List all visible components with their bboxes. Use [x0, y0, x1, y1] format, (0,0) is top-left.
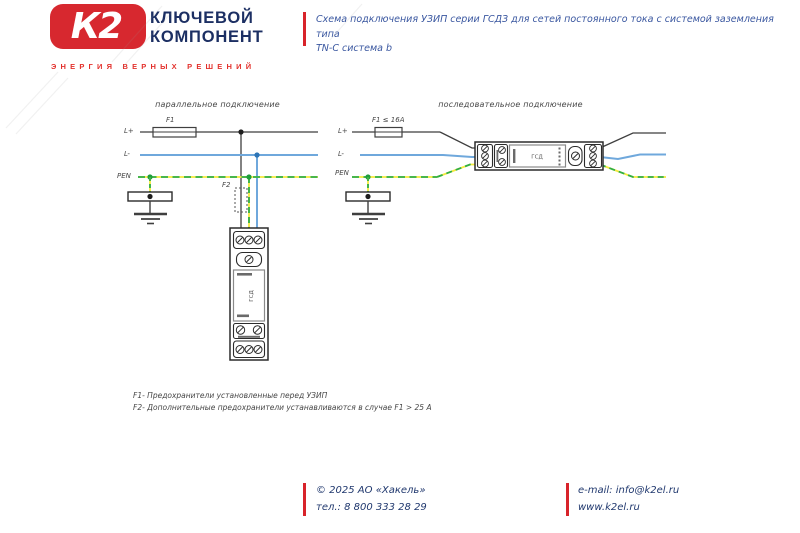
terminal-screw-icon: [235, 235, 263, 245]
device-marking: [238, 335, 260, 338]
ground-icon: [345, 177, 391, 225]
junction-dot: [238, 129, 244, 135]
surge-device: [474, 141, 604, 171]
label-l-minus: L-: [338, 150, 344, 158]
k2-logo: К2: [50, 4, 146, 49]
watermark-icon: [5, 3, 363, 135]
device-marking: [237, 314, 249, 318]
k2-logo-text: К2: [70, 5, 124, 47]
ground-icon: [127, 177, 173, 225]
website-text: www.k2el.ru: [578, 502, 640, 513]
terminal-screw-icon: [589, 144, 597, 168]
device-marking: [237, 273, 252, 276]
label-f1: F1: [166, 116, 175, 124]
label-f1-rating: F1 ≤ 16A: [372, 116, 405, 124]
title-divider-bar: [303, 12, 306, 46]
note-f1: F1- Предохранители установленные перед У…: [133, 391, 328, 400]
wire-l-plus: [140, 126, 318, 231]
page-title-line2: TN-C система b: [316, 43, 393, 54]
terminal-screw-icon: [481, 144, 489, 168]
company-tagline: ЭНЕРГИЯ ВЕРНЫХ РЕШЕНИЙ: [51, 62, 256, 71]
footer-divider-bar: [566, 483, 569, 516]
wire-pen: [138, 174, 318, 231]
indicator-icon: [571, 151, 580, 161]
page-title-line1: Схема подключения УЗИП серии ГСДЗ для се…: [316, 14, 774, 40]
device-series-label: ГСД: [531, 155, 543, 161]
parallel-diagram: ГСД: [127, 126, 318, 361]
wire-l-minus: [140, 152, 318, 231]
label-f2: F2: [222, 181, 231, 189]
device-marking: [496, 150, 499, 162]
page-title: Схема подключения УЗИП серии ГСДЗ для се…: [316, 13, 786, 57]
terminal-screw-icon: [235, 325, 263, 335]
terminal-screw-icon: [235, 345, 263, 354]
company-name: КЛЮЧЕВОЙ КОМПОНЕНТ: [150, 9, 263, 47]
footer-divider-bar: [303, 483, 306, 516]
label-l-plus: L+: [124, 127, 134, 135]
parallel-diagram-title: параллельное подключение: [155, 100, 280, 109]
label-pen: PEN: [117, 172, 131, 180]
label-l-plus: L+: [338, 127, 348, 135]
notes-block: F1- Предохранители установленные перед У…: [133, 390, 432, 414]
serial-diagram: ГСД: [345, 126, 666, 225]
phone-text: тел.: 8 800 333 28 29: [316, 502, 427, 513]
copyright-text: © 2025 АО «Хакель»: [316, 485, 426, 496]
company-name-line2: КОМПОНЕНТ: [150, 28, 264, 46]
fuse-f2-symbol: [234, 187, 248, 213]
wire-l-plus: [352, 126, 666, 149]
device-series-label: ГСД: [249, 290, 255, 302]
surge-device: [229, 227, 269, 361]
indicator-icon: [244, 255, 254, 264]
label-pen: PEN: [335, 169, 349, 177]
footer-copyright-block: © 2025 АО «Хакель» тел.: 8 800 333 28 29: [316, 482, 427, 516]
junction-dot: [246, 174, 252, 180]
device-marking: [558, 147, 561, 166]
email-text: e-mail: info@k2el.ru: [578, 485, 680, 496]
footer-contact-block: e-mail: info@k2el.ru www.k2el.ru: [578, 482, 679, 516]
terminal-screw-icon: [498, 146, 506, 166]
device-marking: [513, 149, 516, 163]
junction-dot: [254, 152, 260, 158]
note-f2: F2- Дополнительные предохранители устана…: [133, 403, 432, 412]
company-name-line1: КЛЮЧЕВОЙ: [150, 9, 254, 27]
serial-diagram-title: последовательное подключение: [438, 100, 583, 109]
label-l-minus: L-: [124, 150, 130, 158]
